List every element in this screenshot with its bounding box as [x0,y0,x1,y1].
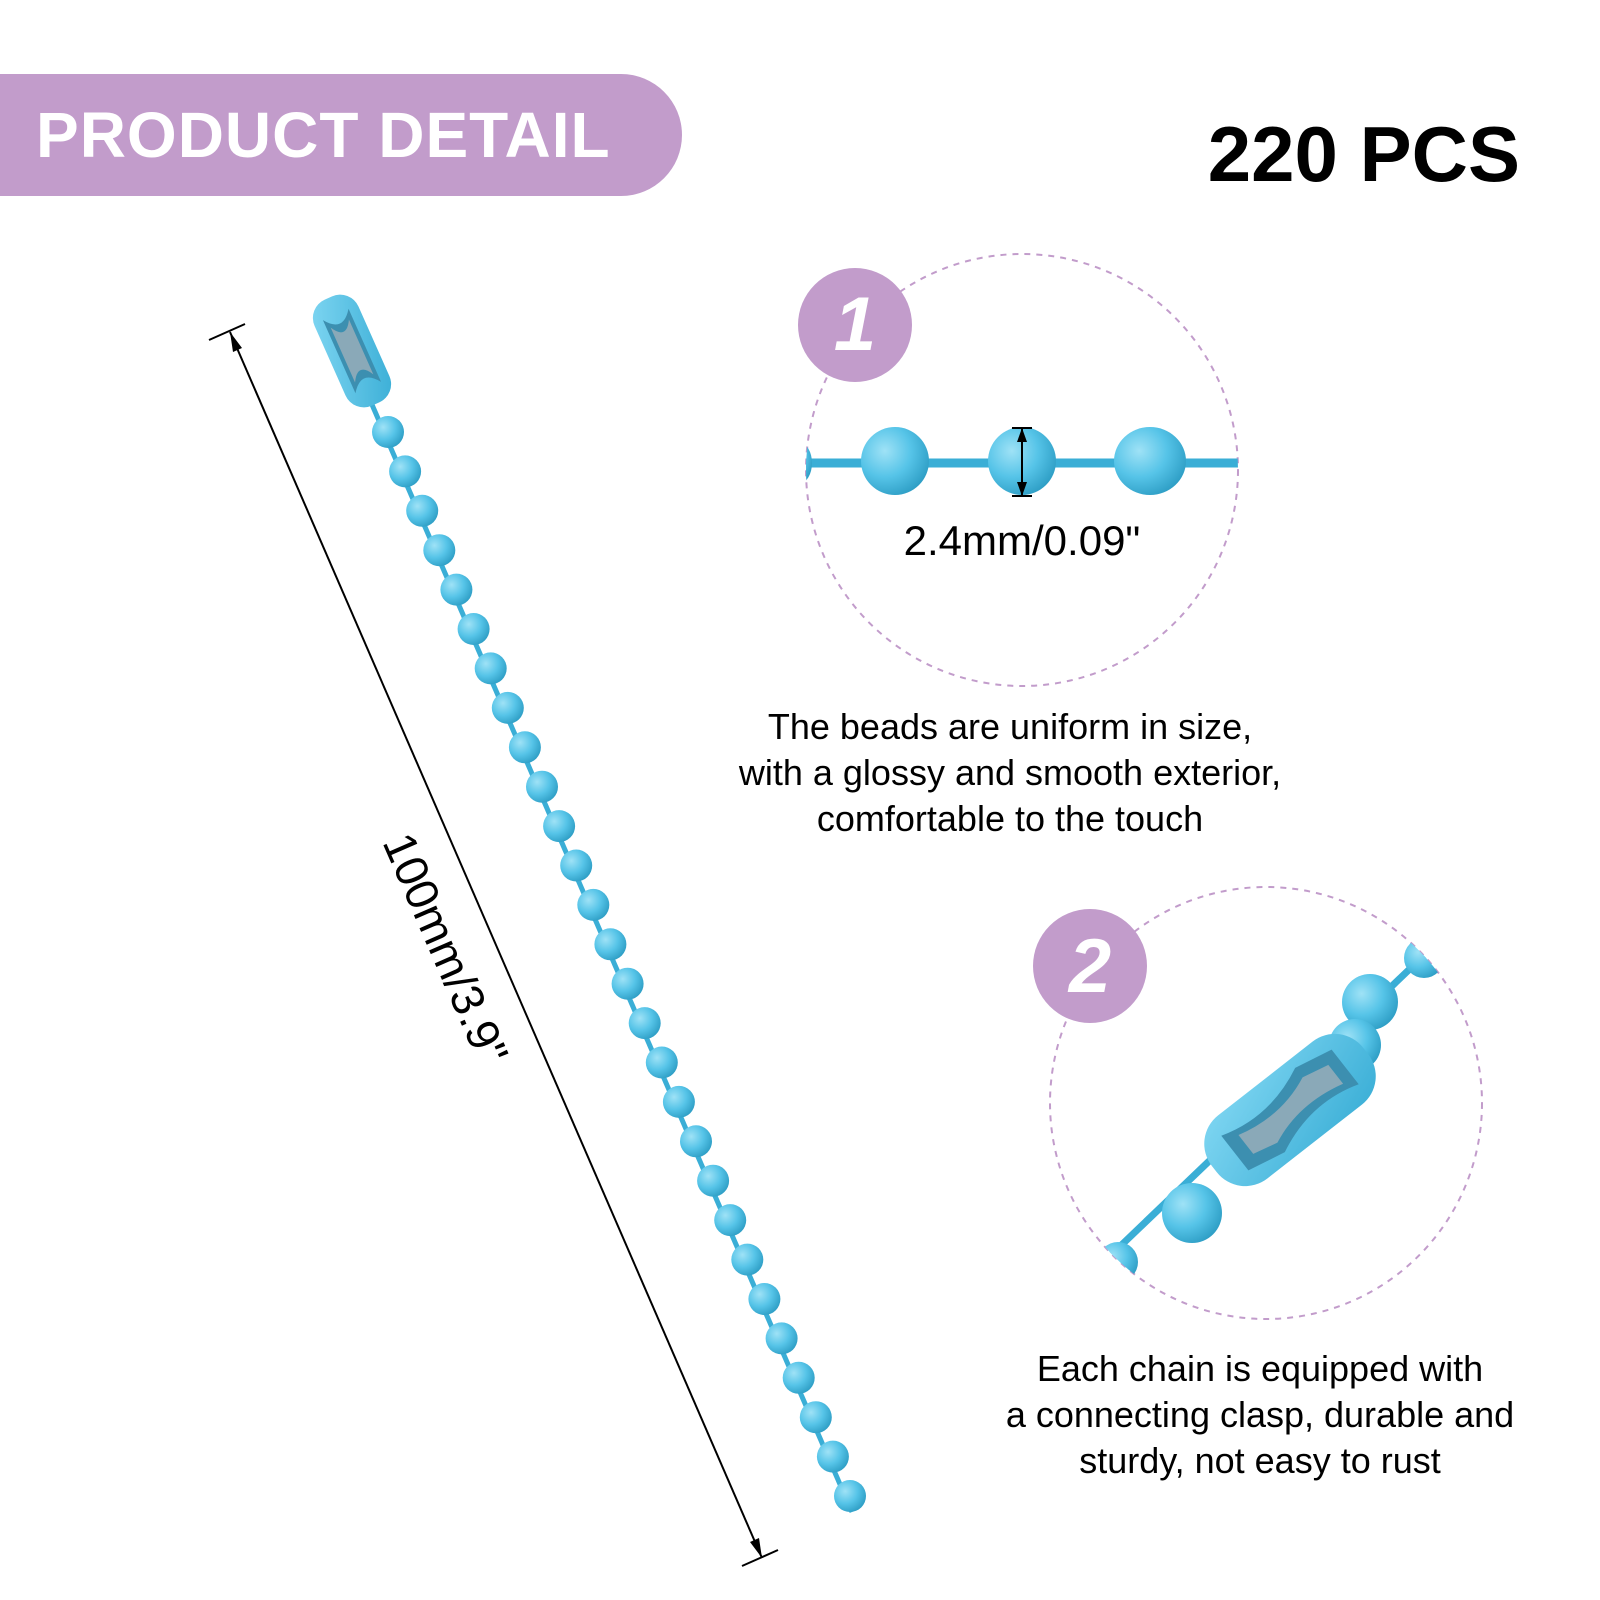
ball-chain [312,294,866,1513]
chain-bead [611,967,644,1000]
chain-bead [372,416,404,448]
chain-bead [628,1007,661,1040]
chain-bead [782,1361,815,1394]
chain-bead [526,770,558,803]
chain-bead [389,455,422,488]
chain-bead [680,1125,712,1158]
chain-bead [834,1480,866,1512]
badge-2: 2 [1033,909,1147,1023]
detail-1-caption: The beads are uniform in size, with a gl… [690,704,1330,842]
chain-bead [765,1322,798,1355]
bead-diameter-marker [1012,427,1032,497]
caption-line: with a glossy and smooth exterior, [738,752,1282,793]
chain-bead [543,810,576,843]
chain-bead [748,1283,781,1315]
chain-clasp [312,294,392,408]
chain-bead [662,1085,695,1118]
page-title: PRODUCT DETAIL [36,99,611,171]
chain-bead [560,849,593,882]
chain-bead [491,691,524,724]
chain-bead [423,534,456,567]
detail-1-zoom [805,253,1239,687]
chain-bead [406,494,439,527]
chain-bead [474,652,507,685]
caption-line: sturdy, not easy to rust [1079,1440,1441,1481]
chain-bead [799,1401,832,1434]
badge-2-number: 2 [1067,924,1111,1009]
caption-line: a connecting clasp, durable and [1005,1394,1515,1435]
detail-2-zoom [1049,886,1483,1320]
bead-diameter-label: 2.4mm/0.09" [904,517,1141,564]
chain-bead [508,731,541,764]
caption-line: comfortable to the touch [816,798,1204,839]
chain-bead [731,1243,764,1276]
chain-bead [440,573,473,606]
header-banner: PRODUCT DETAIL [0,74,682,196]
chain-bead [816,1440,849,1473]
chain-bead [457,613,490,645]
badge-1-number: 1 [834,282,876,367]
chain-bead [594,928,627,961]
quantity-label: 220 PCS [1207,110,1520,198]
chain-bead [697,1164,730,1197]
chain-bead [645,1046,678,1079]
badge-1: 1 [798,268,912,382]
caption-line: The beads are uniform in size, [767,706,1253,747]
length-dimension-line [208,323,779,1567]
chain-bead [714,1204,747,1237]
chain-bead [577,888,610,921]
caption-line: Each chain is equipped with [1036,1348,1484,1389]
detail-2-caption: Each chain is equipped with a connecting… [960,1346,1560,1484]
connecting-clasp [1204,1033,1376,1187]
